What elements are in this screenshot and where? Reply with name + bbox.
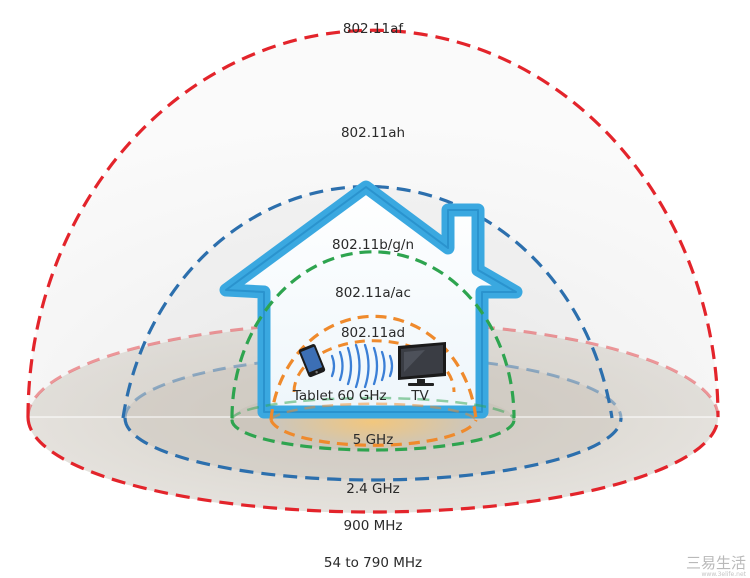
floor-ah-front	[123, 417, 623, 482]
floor-af-front	[26, 416, 720, 514]
wifi-waves-icon	[330, 343, 394, 389]
label-900mhz: 900 MHz	[344, 518, 403, 534]
floor-bgn-front	[230, 419, 516, 452]
dome-af-outline	[26, 28, 720, 418]
label-60ghz: 60 GHz	[337, 388, 386, 404]
dome-ah-outline	[121, 185, 614, 419]
label-tv: TV	[410, 388, 429, 404]
dome-bgn-outline	[230, 250, 516, 419]
floor-ah-back	[123, 354, 623, 419]
label-802-11ah: 802.11ah	[341, 125, 405, 141]
tv-icon	[398, 342, 446, 386]
floor-aac-front	[269, 419, 478, 447]
watermark-url: www.3elife.net	[702, 571, 747, 578]
tablet-icon	[298, 344, 326, 378]
label-tablet: Tablet	[292, 388, 333, 404]
floor-bgn-back	[230, 396, 516, 421]
watermark-text: 三易生活	[686, 554, 746, 572]
label-54-790mhz: 54 to 790 MHz	[324, 555, 422, 571]
label-802-11ad: 802.11ad	[341, 325, 405, 341]
label-2-4ghz: 2.4 GHz	[346, 481, 399, 497]
dome-ad-outline	[292, 339, 456, 393]
label-802-11af: 802.11af	[343, 21, 405, 37]
floor-af-back	[26, 320, 720, 418]
label-802-11bgn: 802.11b/g/n	[332, 237, 414, 253]
watermark: 三易生活 www.3elife.net	[686, 554, 747, 578]
label-5ghz: 5 GHz	[353, 432, 394, 448]
label-802-11aac: 802.11a/ac	[335, 285, 411, 301]
